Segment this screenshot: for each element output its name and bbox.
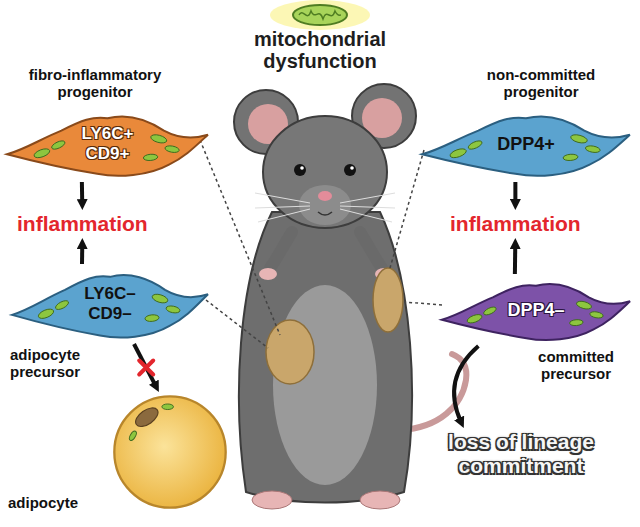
cell-body: DPP4–: [440, 276, 632, 344]
mouse-head: [300, 166, 304, 170]
marker-label: DPP4–: [507, 300, 564, 321]
progenitor-cell: LY6C+ CD9+ fibro-inflammatory progenitor: [5, 66, 210, 182]
cell-outline: [442, 284, 630, 340]
precursor-cell: LY6C– CD9– adipocyte precursor: [10, 266, 210, 388]
blocked-cross: [139, 361, 153, 375]
mitochondrion: [576, 300, 593, 311]
mouse-head: [299, 185, 351, 225]
mouse-head: [294, 164, 306, 176]
flow-arrow: [80, 182, 84, 204]
mouse-body: [252, 491, 292, 509]
cell-outline: [12, 275, 208, 337]
outcome-text: loss of lineage commitment: [418, 430, 624, 478]
flow-arrow: [134, 344, 156, 387]
flow-arrow: [80, 244, 84, 264]
leader-line: [390, 150, 424, 268]
flow-arrow: [454, 346, 478, 422]
mitochondrion: [37, 307, 54, 320]
marker-label: DPP4+: [497, 134, 555, 155]
mitochondrion: [483, 305, 498, 316]
mitochondrion: [585, 145, 601, 154]
mitochondrion: [570, 133, 588, 144]
mitochondrion: [166, 305, 181, 314]
mouse-body: [360, 491, 400, 509]
outcome-label: inflammation: [17, 212, 148, 236]
mitochondrion: [145, 314, 159, 322]
mitochondrion: [128, 430, 138, 442]
mitochondrion: [467, 139, 483, 151]
mouse-body: [270, 232, 292, 268]
cell-body: LY6C+ CD9+: [5, 108, 210, 180]
mouse-head: [263, 116, 387, 228]
marker-label: LY6C– CD9–: [77, 284, 143, 323]
fat-depot: [266, 268, 403, 384]
mouse-body: [259, 268, 277, 280]
mouse-body: [239, 212, 412, 503]
leader-line: [200, 140, 442, 348]
mouse-head: [318, 191, 332, 201]
cell-outline: [422, 117, 630, 176]
adipocyte-body: [112, 394, 228, 510]
mouse-body: [273, 285, 377, 485]
mitochondrion-icon: [299, 11, 341, 19]
precursor-cell: DPP4– committed precursor: [440, 276, 635, 390]
mitochondrion: [449, 147, 467, 159]
mitochondrion-icon: [270, 0, 370, 30]
cell-name: committed precursor: [520, 348, 632, 383]
adipocyte-cell: adipocyte: [8, 394, 230, 518]
mitochondrion-icon: [293, 5, 347, 25]
outcome-label: inflammation: [450, 212, 581, 236]
adipocyte-outline: [114, 396, 225, 507]
fat-depot: [266, 320, 314, 384]
outcome-label: loss of lineage commitment: [418, 430, 624, 478]
outcome-text: inflammation: [17, 212, 148, 236]
mouse-head: [344, 164, 356, 176]
mitochondrion-icon: [270, 0, 370, 30]
flow-arrow: [513, 182, 517, 204]
mitochondrion: [589, 311, 603, 319]
cell-body: DPP4+: [420, 108, 632, 180]
fat-depot: [373, 268, 403, 332]
outcome-text: inflammation: [450, 212, 581, 236]
mitochondrion: [162, 404, 174, 410]
mitochondrion: [563, 154, 578, 161]
marker-label: LY6C+ CD9+: [75, 124, 141, 163]
mitochondrion: [466, 313, 483, 325]
mouse-body: [360, 232, 382, 268]
mitochondrion: [54, 299, 69, 311]
mitochondrion: [50, 139, 66, 151]
cell-body: LY6C– CD9–: [10, 266, 210, 342]
mitochondrion: [151, 293, 168, 305]
mouse-body: [239, 212, 412, 509]
concept-label: mitochondrial dysfunction: [210, 28, 430, 72]
leader-line: [206, 300, 268, 348]
nucleus: [132, 404, 161, 430]
mouse-head: [318, 212, 332, 215]
cell-outline: [7, 117, 208, 176]
flow-arrow: [513, 244, 517, 274]
cell-name: adipocyte precursor: [10, 346, 110, 381]
progenitor-cell: DPP4+ non-committed progenitor: [418, 66, 634, 182]
mitochondrion: [143, 154, 158, 161]
cell-name: non-committed progenitor: [448, 66, 634, 101]
leader-line: [200, 140, 280, 335]
mouse-head: [255, 193, 395, 222]
adipocyte-shape: [112, 394, 228, 510]
cell-name: fibro-inflammatory progenitor: [5, 66, 185, 101]
mouse-head: [234, 84, 416, 228]
mouse-head: [350, 166, 354, 170]
mitochondrion: [164, 145, 179, 154]
mitochondrion: [569, 319, 583, 326]
mitochondrion: [33, 147, 51, 159]
mitochondrion: [150, 133, 168, 144]
cell-name: adipocyte: [8, 494, 104, 511]
leader-line: [404, 302, 442, 305]
